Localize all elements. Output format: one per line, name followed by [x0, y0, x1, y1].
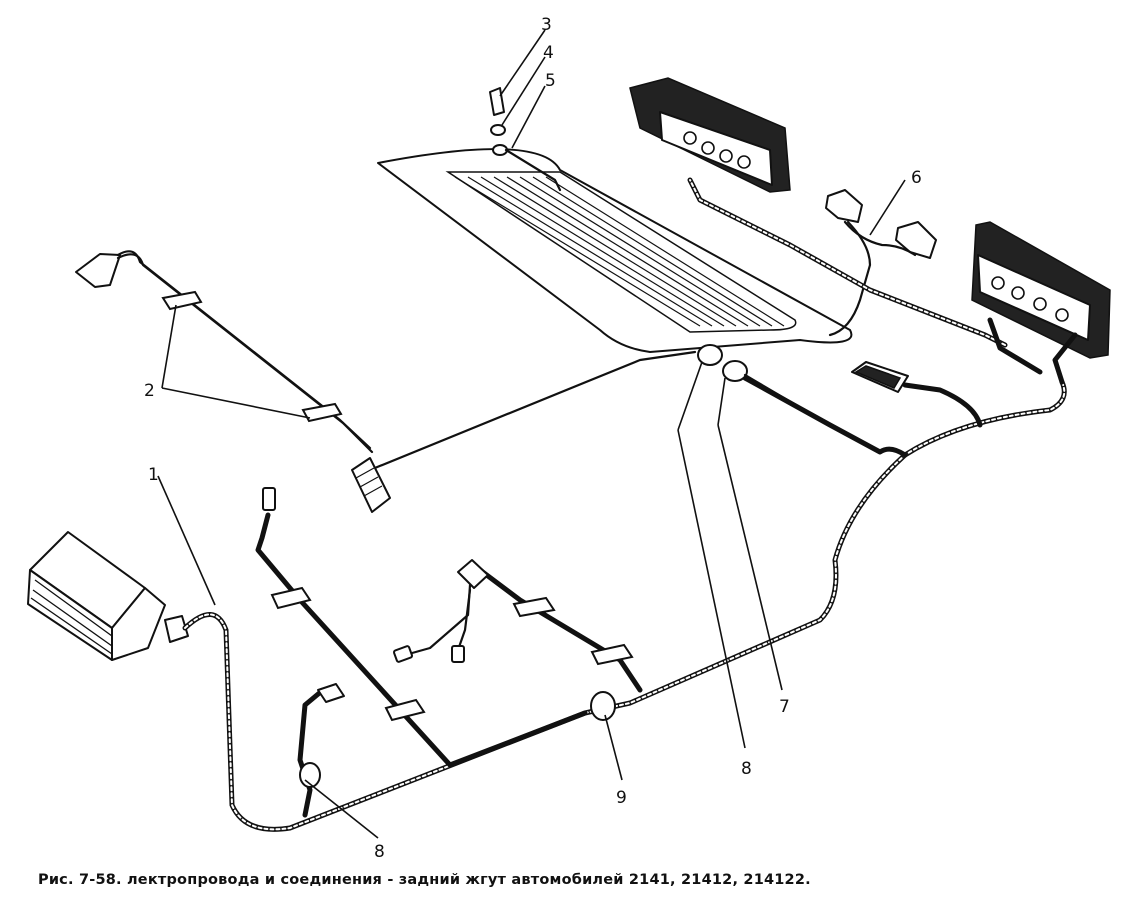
- floor-harness-branches: [255, 487, 643, 818]
- callout-1: 1: [148, 465, 159, 485]
- callout-3: 3: [541, 15, 552, 35]
- control-unit-box: [27, 531, 189, 661]
- mounting-hardware: [489, 87, 562, 192]
- main-harness: [182, 177, 1078, 832]
- callout-8-upper: 8: [741, 759, 752, 779]
- callout-4: 4: [543, 43, 554, 63]
- license-plate-lamps: [825, 189, 937, 337]
- rear-lamp-right: [971, 221, 1111, 359]
- callout-9: 9: [616, 788, 627, 808]
- callout-2: 2: [144, 381, 155, 401]
- rear-lamp-left: [629, 77, 791, 193]
- callout-5: 5: [545, 71, 556, 91]
- callout-leaders: [157, 29, 906, 839]
- connector-block: [851, 361, 909, 393]
- rear-window-heater: [377, 148, 853, 353]
- callout-7: 7: [779, 697, 790, 717]
- callout-6: 6: [911, 168, 922, 188]
- side-wire-with-clips: [75, 250, 391, 513]
- figure-caption: Рис. 7-58. лектропровода и соединения - …: [38, 872, 811, 888]
- callout-8-lower: 8: [374, 842, 385, 862]
- window-heater-connectors: [368, 344, 832, 472]
